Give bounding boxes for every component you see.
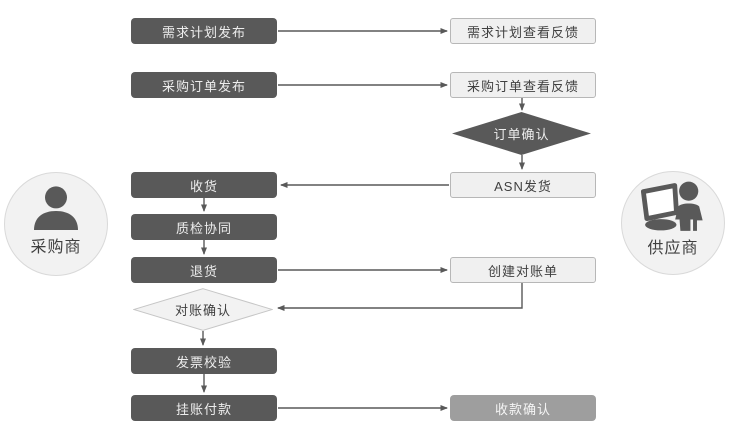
node-demand-plan-feedback: 需求计划查看反馈	[450, 18, 596, 44]
node-reconcile-confirm-label: 对账确认	[174, 303, 231, 318]
node-order-confirm: 订单确认	[452, 112, 591, 155]
node-po-publish: 采购订单发布	[131, 72, 277, 98]
node-demand-plan-publish: 需求计划发布	[131, 18, 277, 44]
node-order-confirm-label: 订单确认	[493, 127, 550, 142]
node-return-goods: 退货	[131, 257, 277, 283]
actor-buyer: 采购商	[4, 172, 108, 276]
node-book-payment: 挂账付款	[131, 395, 277, 421]
node-asn-ship: ASN发货	[450, 172, 596, 198]
actor-buyer-label: 采购商	[30, 239, 82, 256]
person-silhouette-icon	[34, 186, 78, 230]
node-quality-collab: 质检协同	[131, 214, 277, 240]
node-reconcile-confirm: 对账确认	[133, 288, 273, 331]
node-invoice-verify: 发票校验	[131, 348, 277, 374]
actor-supplier: 供应商	[621, 171, 725, 275]
person-at-computer-icon	[640, 181, 703, 231]
actor-supplier-label: 供应商	[647, 240, 699, 257]
node-create-statement: 创建对账单	[450, 257, 596, 283]
node-po-feedback: 采购订单查看反馈	[450, 72, 596, 98]
diamond-shape	[452, 112, 591, 155]
diamond-shape	[133, 288, 273, 331]
node-receive-goods: 收货	[131, 172, 277, 198]
node-receipt-confirm: 收款确认	[450, 395, 596, 421]
